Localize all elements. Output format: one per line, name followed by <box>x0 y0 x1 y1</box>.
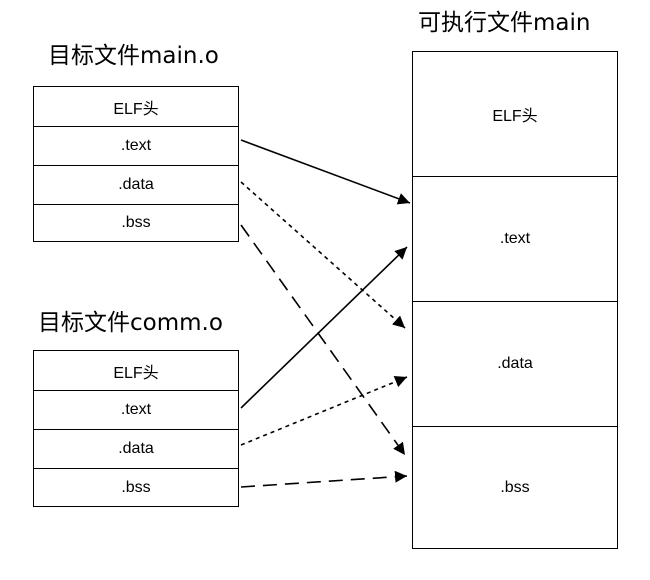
exe-data-section: .data <box>413 301 617 426</box>
arrow-main-data <box>240 181 406 329</box>
comm-o-text-section: .text <box>34 390 238 429</box>
executable-title: 可执行文件main <box>418 10 591 36</box>
comm-o-title: 目标文件comm.o <box>38 310 223 336</box>
main-o-elf-header: ELF头 <box>113 100 159 118</box>
main-o-data-section: .data <box>34 165 238 204</box>
comm-o-box: ELF头 .text .data .bss <box>33 350 239 507</box>
arrow-comm-data <box>240 375 408 446</box>
comm-o-bss-section: .bss <box>34 468 238 506</box>
main-o-bss-section: .bss <box>34 204 238 241</box>
arrow-main-text <box>240 139 411 205</box>
arrow-comm-bss <box>240 470 408 488</box>
main-o-title: 目标文件main.o <box>48 43 219 69</box>
executable-box: ELF头 .text .data .bss <box>412 51 618 549</box>
exe-elf-header: ELF头 <box>492 108 538 125</box>
exe-bss-section: .bss <box>413 426 617 548</box>
arrow-main-bss <box>240 224 406 456</box>
main-o-box: ELF头 .text .data .bss <box>33 86 239 242</box>
exe-text-section: .text <box>413 176 617 301</box>
comm-o-data-section: .data <box>34 429 238 468</box>
arrow-comm-text <box>240 246 408 409</box>
main-o-text-section: .text <box>34 126 238 165</box>
comm-o-elf-header: ELF头 <box>113 364 159 382</box>
